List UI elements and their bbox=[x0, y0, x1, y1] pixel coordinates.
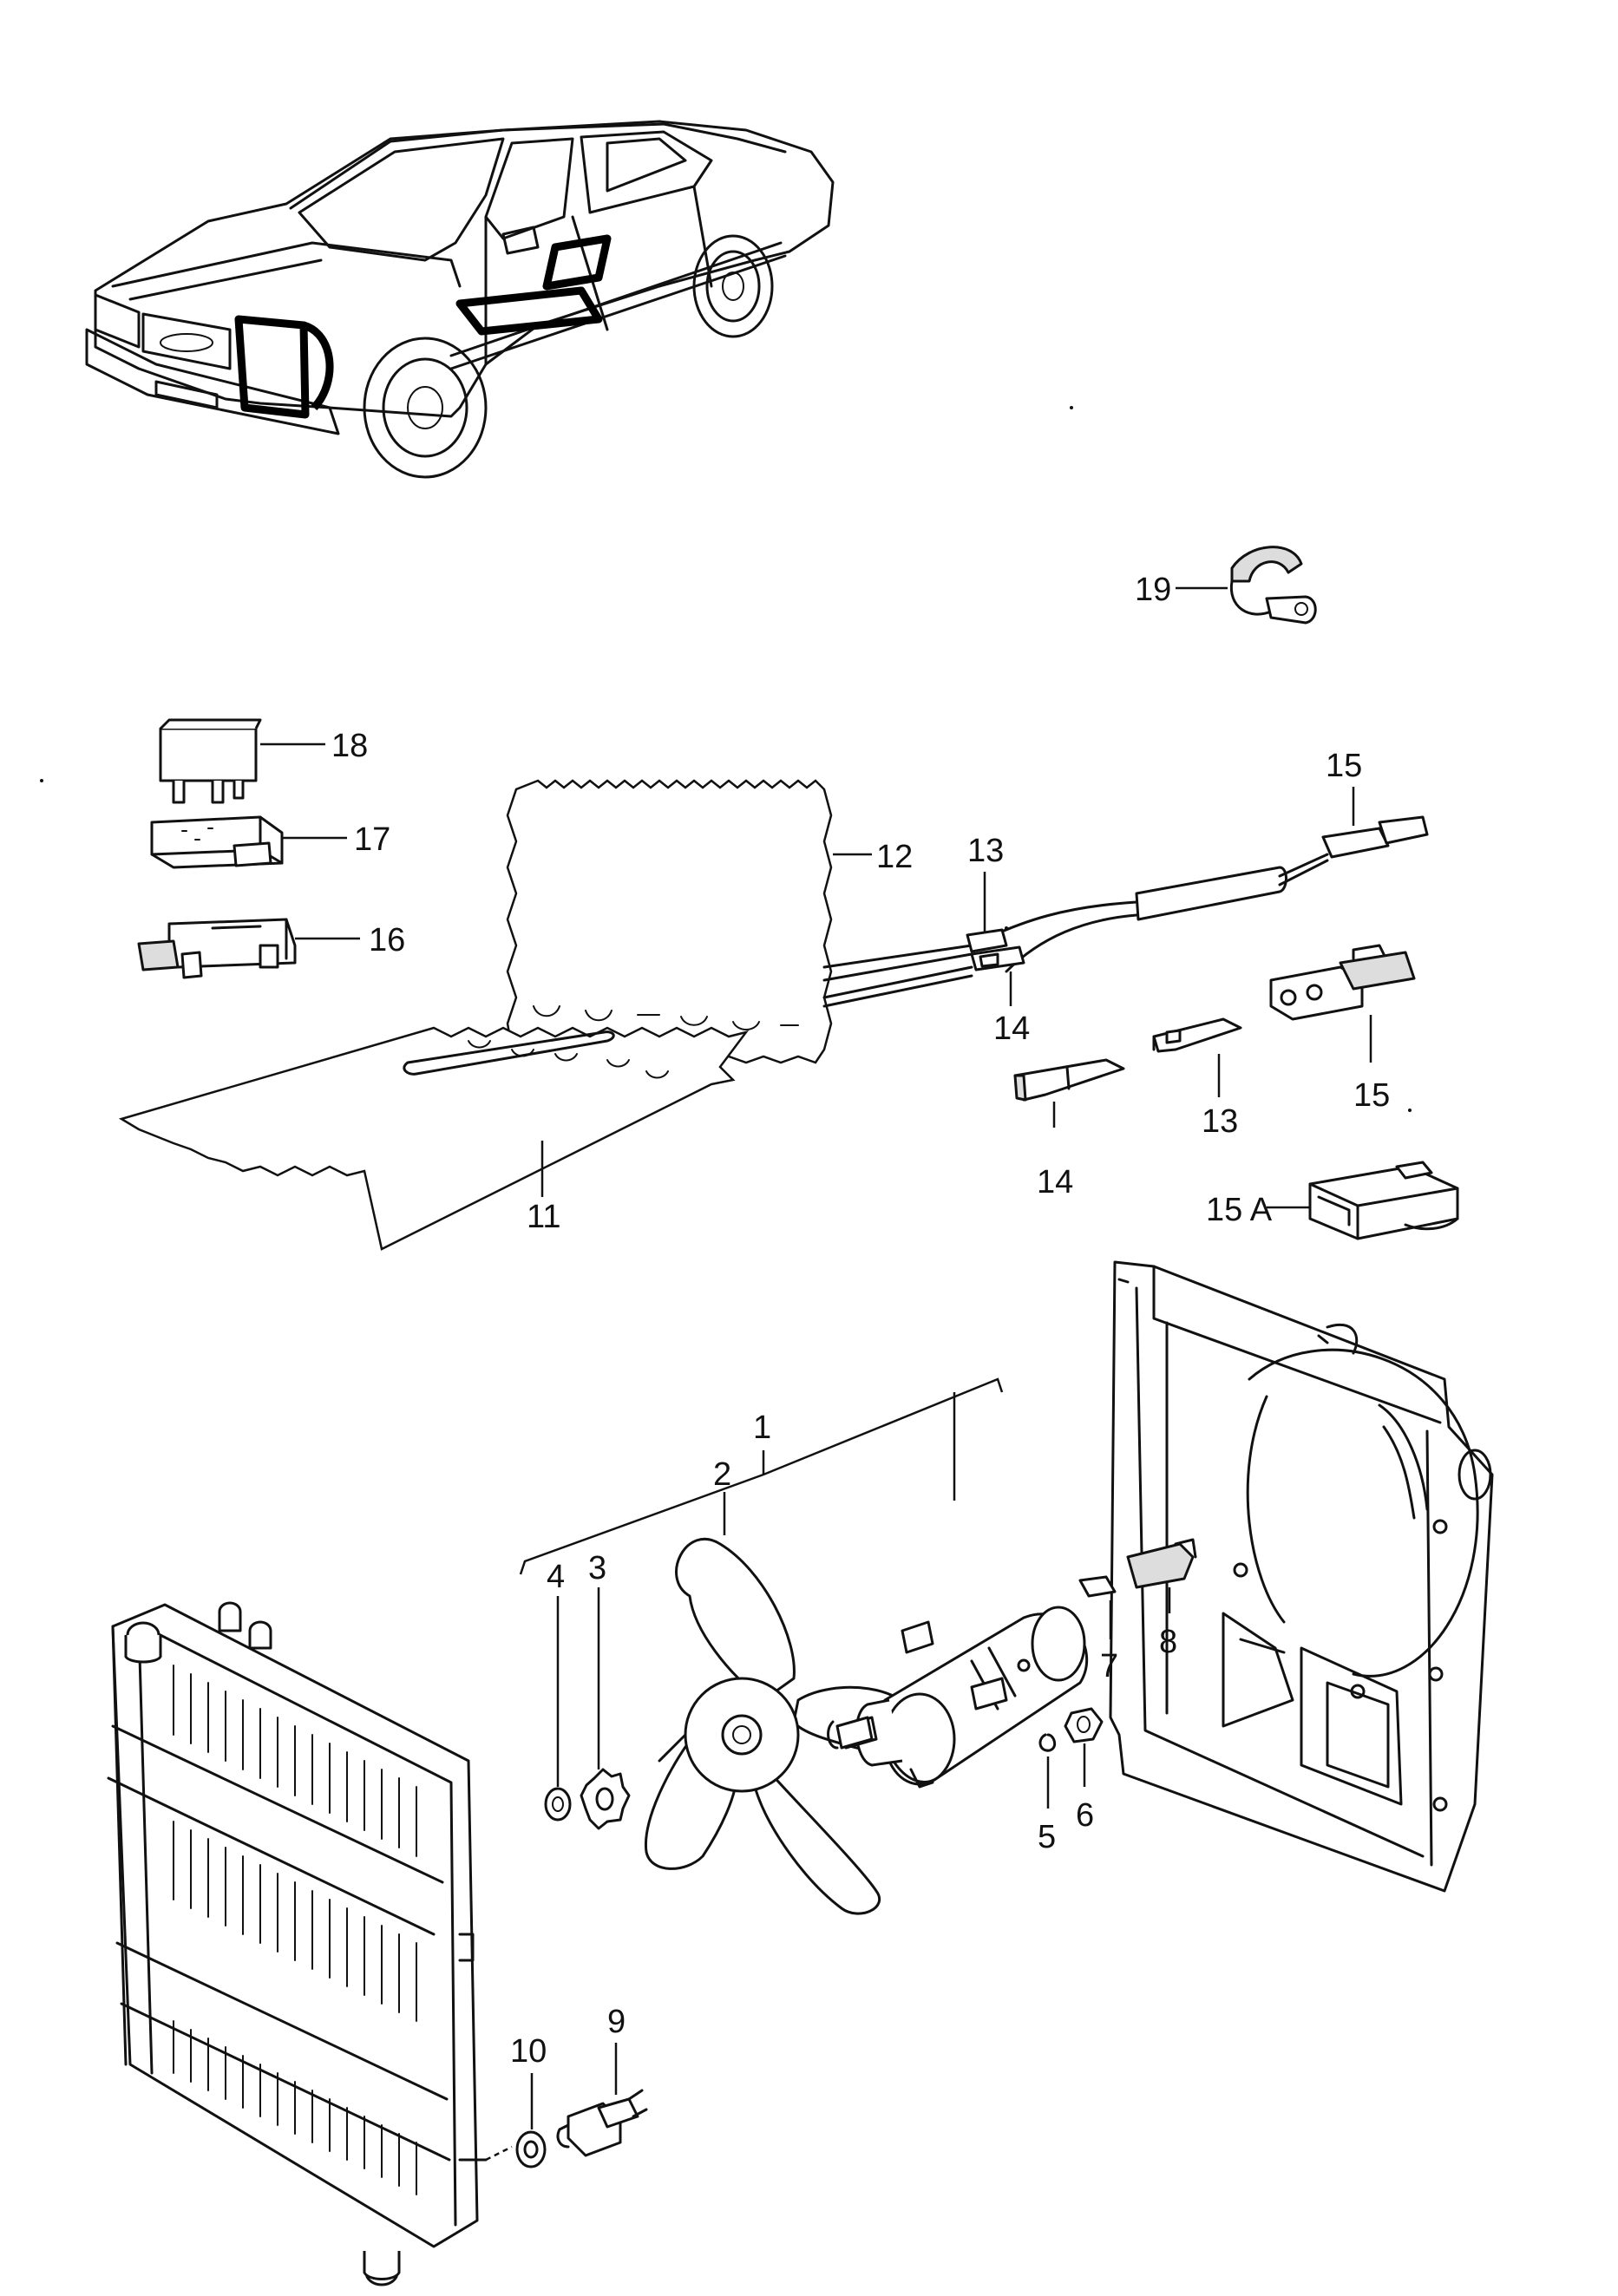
callout-10: 10 bbox=[510, 2033, 547, 2070]
callout-13-top: 13 bbox=[967, 833, 1004, 869]
part-18-relay: 18 bbox=[159, 718, 368, 804]
callout-16: 16 bbox=[369, 922, 405, 958]
part-8-grommet: 8 bbox=[1126, 1538, 1197, 1660]
car-illustration bbox=[85, 120, 835, 479]
callout-15A: 15 A bbox=[1206, 1192, 1273, 1228]
wiring-harness: 15 13 14 bbox=[822, 748, 1429, 1047]
callout-4: 4 bbox=[547, 1559, 565, 1595]
part-14-connector: 14 bbox=[1013, 1058, 1125, 1200]
callout-6: 6 bbox=[1076, 1797, 1094, 1834]
part-2-fan-blade: 2 bbox=[644, 1456, 921, 1915]
callout-9: 9 bbox=[607, 2004, 626, 2040]
stray-mark bbox=[40, 779, 43, 782]
part-15A-housing: 15 A bbox=[1206, 1161, 1459, 1240]
callout-13-bottom: 13 bbox=[1202, 1103, 1238, 1140]
stray-mark bbox=[1070, 406, 1073, 409]
part-13-connector: 13 bbox=[1152, 1017, 1242, 1140]
callout-2: 2 bbox=[713, 1456, 731, 1493]
part-17-relay-plate: 17 bbox=[150, 815, 390, 869]
fan-motor bbox=[827, 1606, 1089, 1789]
part-10-seal-ring: 10 bbox=[510, 2033, 547, 2168]
callout-19: 19 bbox=[1135, 572, 1171, 608]
radiator bbox=[107, 1601, 513, 2286]
callout-15-bottom: 15 bbox=[1353, 1077, 1390, 1114]
fan-assembly-bracket: 1 bbox=[519, 1377, 1004, 1575]
callout-15-top: 15 bbox=[1326, 748, 1362, 784]
callout-14-top: 14 bbox=[993, 1011, 1030, 1047]
part-3-star-washer: 3 bbox=[580, 1550, 631, 1830]
part-4-washer: 4 bbox=[544, 1559, 572, 1822]
part-6-nut: 6 bbox=[1064, 1707, 1104, 1834]
callout-1: 1 bbox=[753, 1410, 771, 1446]
part-16-switch: 16 bbox=[137, 918, 405, 979]
callout-7: 7 bbox=[1100, 1648, 1118, 1684]
stray-mark bbox=[1005, 926, 1008, 930]
part-19-hose-clip: 19 bbox=[1135, 546, 1317, 625]
callout-5: 5 bbox=[1038, 1819, 1056, 1855]
callout-8: 8 bbox=[1159, 1624, 1177, 1660]
callout-12: 12 bbox=[876, 839, 913, 875]
fan-shroud bbox=[1109, 1260, 1494, 1893]
part-7-pad: 7 bbox=[1078, 1575, 1118, 1684]
part-11-wiring-sheet: 11 bbox=[118, 1026, 750, 1251]
callout-18: 18 bbox=[331, 728, 368, 764]
part-12-wiring-sheet: 12 bbox=[506, 779, 913, 1064]
callout-11: 11 bbox=[527, 1199, 560, 1235]
callout-3: 3 bbox=[588, 1550, 606, 1586]
callout-14-bottom: 14 bbox=[1037, 1164, 1073, 1200]
part-15-connector: 15 bbox=[1269, 944, 1416, 1114]
callout-17: 17 bbox=[354, 821, 390, 858]
part-9-thermo-switch: 9 bbox=[556, 2004, 648, 2157]
part-5-clip: 5 bbox=[1038, 1733, 1056, 1855]
